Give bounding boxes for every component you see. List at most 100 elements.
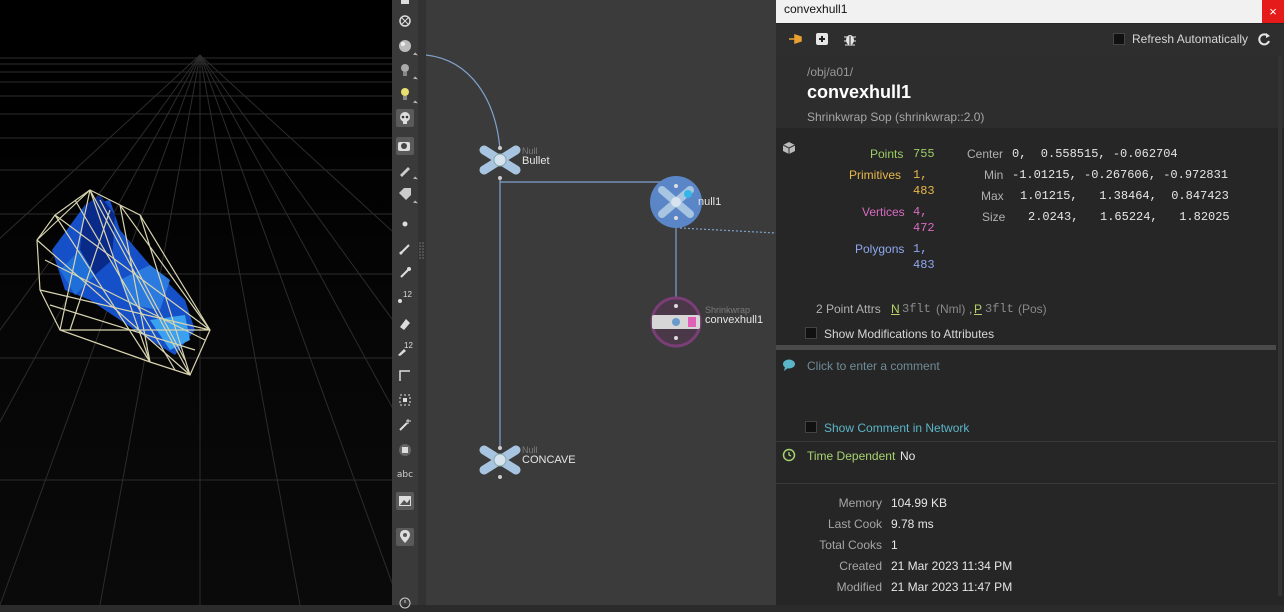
- network-editor[interactable]: Null Bullet null1 Shrinkwrap convexhull1…: [426, 0, 776, 605]
- number2-icon[interactable]: 12: [396, 340, 414, 358]
- text-tool[interactable]: abc: [396, 470, 414, 480]
- box-icon[interactable]: [396, 441, 414, 459]
- window-titlebar[interactable]: convexhull1 ×: [776, 0, 1284, 23]
- max-value: 1.01215, 1.38464, 0.847423: [1020, 189, 1229, 203]
- node-type-label: Shrinkwrap: [705, 305, 751, 315]
- refresh-auto-label: Refresh Automatically: [1132, 32, 1249, 46]
- geometry-icon: [782, 141, 796, 155]
- node-info-window: convexhull1 × Refresh Automatically /obj…: [776, 0, 1284, 605]
- center-label: Center: [967, 147, 1004, 161]
- size-value: 2.0243, 1.65224, 1.82025: [1028, 210, 1230, 224]
- modified-value: 21 Mar 2023 11:47 PM: [891, 580, 1013, 594]
- attr-separator: ,: [969, 302, 973, 316]
- created-value: 21 Mar 2023 11:34 PM: [891, 559, 1013, 573]
- picker-icon[interactable]: [396, 264, 414, 282]
- bug-icon[interactable]: [843, 32, 857, 46]
- skull-icon[interactable]: [396, 109, 414, 127]
- node-name-label: CONCAVE: [522, 454, 576, 466]
- node-type-label: Null: [522, 445, 538, 455]
- node-type-label: Null: [522, 146, 538, 156]
- point-attrs-label: 2 Point Attrs: [816, 302, 881, 316]
- wand-icon[interactable]: [396, 416, 414, 434]
- node-convexhull1[interactable]: [650, 296, 702, 348]
- comment-input[interactable]: Click to enter a comment: [807, 359, 940, 373]
- max-label: Max: [981, 189, 1004, 203]
- show-comment-label: Show Comment in Network: [824, 421, 970, 435]
- points-label: Points: [870, 147, 904, 161]
- polygons-label: Polygons: [855, 242, 905, 256]
- node-name-label: null1: [698, 196, 722, 208]
- node-bullet[interactable]: [479, 145, 521, 180]
- image-icon[interactable]: [396, 492, 414, 510]
- bulb-icon[interactable]: [396, 85, 418, 106]
- time-dependent-value: No: [900, 449, 916, 463]
- comment-icon: [782, 358, 796, 372]
- vertices-value: 4,: [913, 205, 928, 219]
- scrollbar[interactable]: [1278, 56, 1282, 596]
- attr-p-desc: (Pos): [1018, 302, 1047, 316]
- sphere-icon[interactable]: [396, 37, 418, 58]
- node-concave[interactable]: [479, 445, 521, 479]
- pin-icon[interactable]: [788, 32, 802, 46]
- node-wires: [426, 54, 776, 448]
- node-name-label: Bullet: [522, 155, 550, 167]
- primitives-label: Primitives: [849, 168, 902, 182]
- attr-n-link[interactable]: N: [891, 302, 900, 316]
- paint-icon[interactable]: [396, 315, 414, 333]
- center-value: 0, 0.558515, -0.062704: [1012, 147, 1178, 161]
- camera-icon[interactable]: [396, 137, 414, 155]
- created-label: Created: [839, 559, 882, 573]
- info-toolbar: Refresh Automatically: [776, 24, 1284, 56]
- xray-icon[interactable]: [396, 12, 414, 30]
- pin-icon[interactable]: [396, 528, 414, 546]
- add-icon[interactable]: [815, 32, 829, 46]
- time-dependent-label: Time Dependent: [807, 449, 896, 463]
- node-path: /obj/a01/: [807, 65, 854, 79]
- corner-icon[interactable]: [396, 366, 414, 384]
- show-mods-checkbox[interactable]: [805, 327, 817, 339]
- show-comment-checkbox[interactable]: [805, 421, 817, 433]
- attr-p-link[interactable]: P: [974, 302, 983, 316]
- last-cook-value: 9.78 ms: [891, 517, 934, 531]
- primitives-value: 483: [913, 184, 935, 198]
- light-icon[interactable]: [396, 61, 418, 82]
- grid-icon[interactable]: [396, 391, 414, 409]
- node-name: convexhull1: [807, 82, 912, 102]
- dot-icon[interactable]: [396, 215, 414, 233]
- size-label: Size: [982, 210, 1006, 224]
- ground-grid: [0, 54, 392, 605]
- pane-splitter[interactable]: [418, 0, 426, 605]
- concave-mesh: [52, 195, 195, 355]
- modified-label: Modified: [836, 580, 882, 594]
- clock-icon: [782, 448, 796, 462]
- pen-icon[interactable]: [396, 240, 414, 258]
- 3d-viewport[interactable]: [0, 0, 392, 605]
- min-value: -1.01215, -0.267606, -0.972831: [1012, 168, 1229, 182]
- show-mods-label: Show Modifications to Attributes: [824, 327, 995, 341]
- min-label: Min: [984, 168, 1004, 182]
- viewport-toolbar: 12 12 abc: [392, 0, 419, 609]
- node-header: /obj/a01/ convexhull1 Shrinkwrap Sop (sh…: [776, 56, 1284, 128]
- refresh-icon[interactable]: [1257, 32, 1271, 46]
- tag-icon[interactable]: [396, 185, 418, 206]
- attr-p-type: 3flt: [985, 302, 1014, 316]
- brush-icon[interactable]: [396, 161, 418, 182]
- total-cooks-label: Total Cooks: [819, 538, 882, 552]
- vertices-label: Vertices: [862, 205, 905, 219]
- node-type: Shrinkwrap Sop (shrinkwrap::2.0): [807, 110, 985, 124]
- clock-icon[interactable]: [396, 594, 414, 612]
- points-value: 755: [913, 147, 935, 161]
- close-button[interactable]: ×: [1262, 0, 1284, 23]
- node-null1[interactable]: [650, 176, 702, 228]
- memory-label: Memory: [838, 496, 882, 510]
- vertices-value: 472: [913, 221, 935, 235]
- refresh-auto-checkbox[interactable]: [1113, 33, 1125, 45]
- primitives-value: 1,: [913, 168, 928, 182]
- polygons-value: 483: [913, 258, 935, 272]
- convex-hull-wireframe: [36, 189, 211, 376]
- polygons-value: 1,: [913, 242, 928, 256]
- display-flag-icon[interactable]: [396, 0, 414, 6]
- svg-text:12: 12: [403, 290, 412, 299]
- section-divider: [776, 345, 1276, 350]
- number-icon[interactable]: 12: [396, 288, 414, 306]
